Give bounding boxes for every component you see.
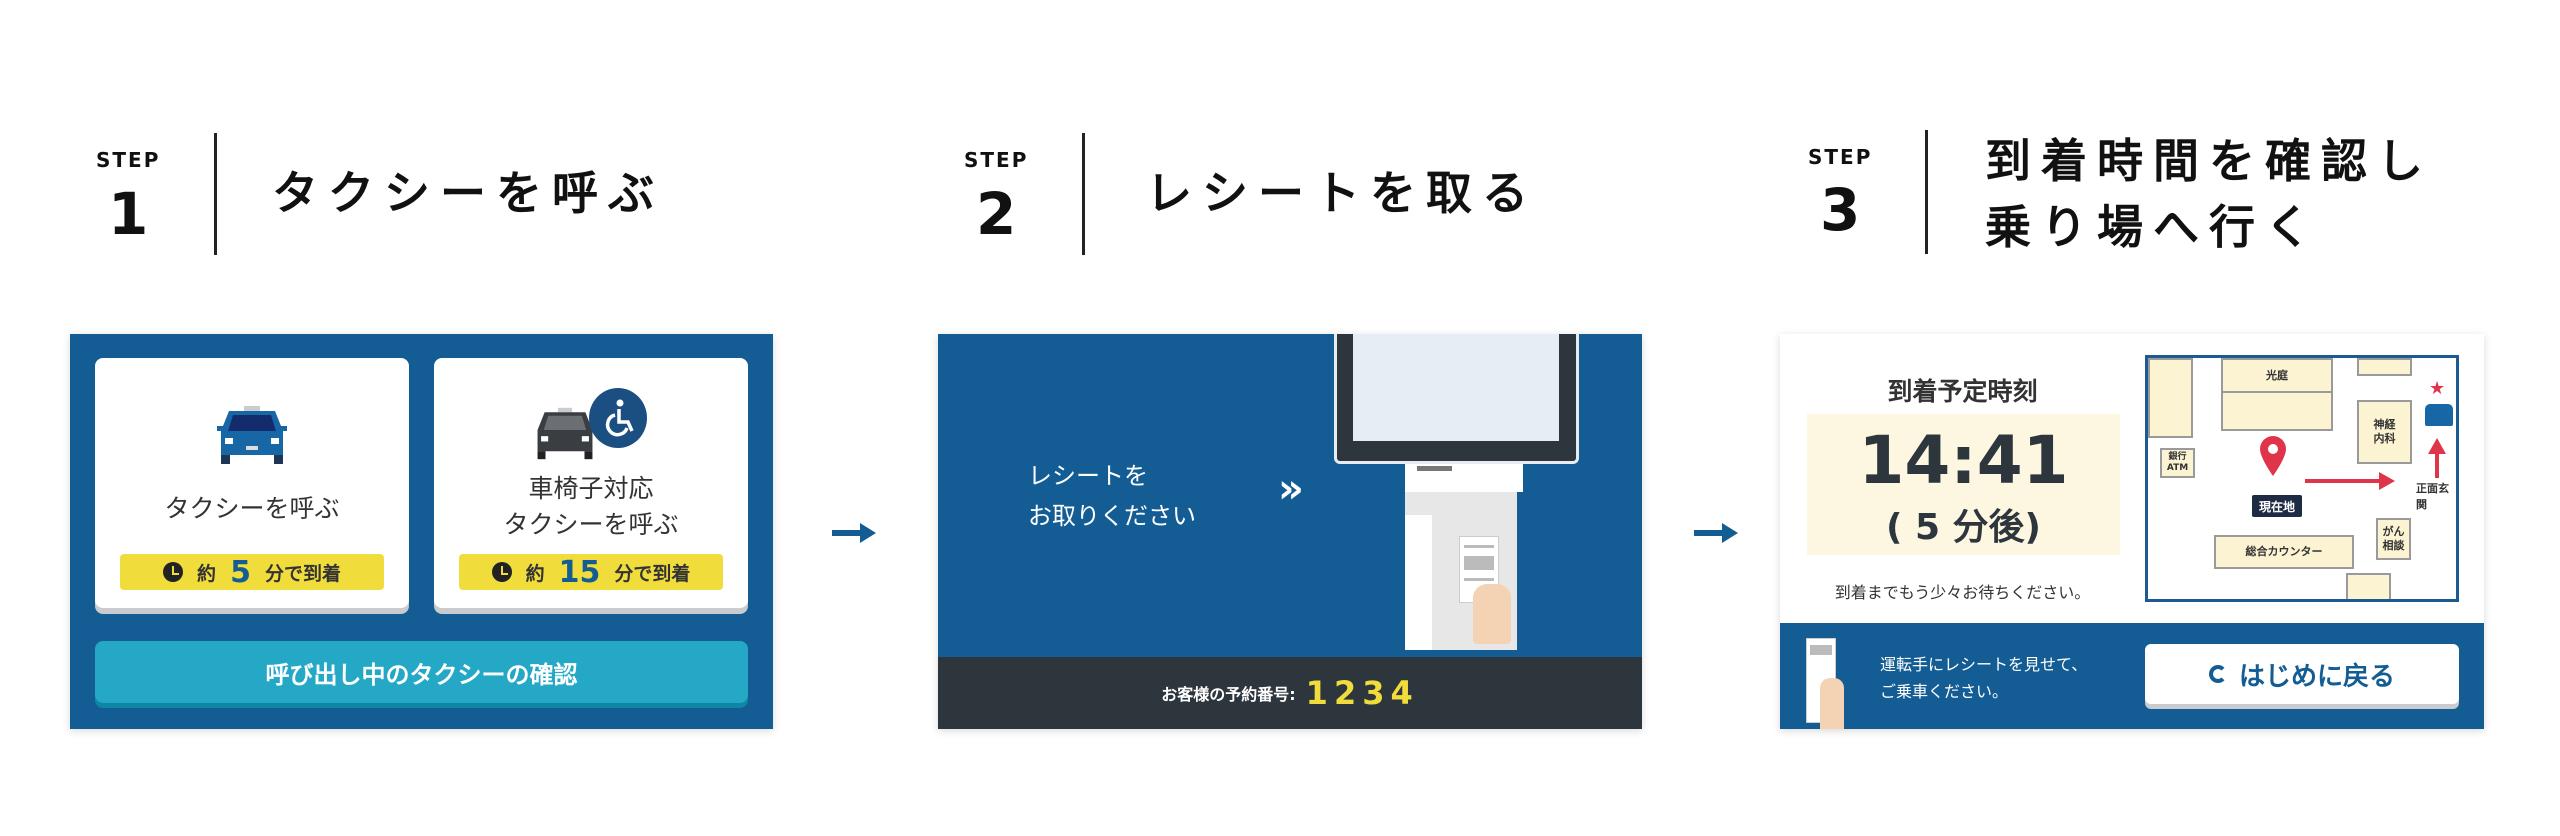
map-garden: 光庭	[2221, 358, 2333, 393]
star-icon: ★	[2429, 378, 2446, 399]
map-current-location: 現在地	[2252, 495, 2302, 517]
instruction-text: 運転手にレシートを見せて、 ご乗車ください。	[1880, 651, 2087, 705]
map-entrance: 正面玄関	[2416, 482, 2449, 511]
call-taxi-card[interactable]: タクシーを呼ぶ 約 5 分で到着	[95, 358, 409, 608]
reservation-bar: お客様の予約番号: 1234	[938, 657, 1642, 729]
route-arrow-right-icon	[2305, 472, 2395, 490]
reservation-number: 1234	[1305, 674, 1419, 712]
kiosk-printer	[1405, 464, 1523, 492]
step-3-title-line2: 乗り場へ行く	[1985, 200, 2321, 254]
wheelchair-taxi-icon	[537, 407, 593, 460]
step-2-label: STEP	[964, 148, 1029, 172]
eta-suffix: 分で到着	[614, 562, 691, 585]
check-calling-taxi-button[interactable]: 呼び出し中のタクシーの確認	[95, 641, 748, 703]
wheelchair-icon	[589, 388, 647, 448]
map-neuro-line2: 内科	[2373, 432, 2396, 445]
clock-icon	[163, 562, 184, 582]
arrival-relative: ( 5 分後)	[1885, 507, 2042, 548]
map-neuro: 神経内科	[2357, 400, 2412, 464]
step-1-number: 1	[108, 180, 149, 248]
chevron-right-icon: »	[1278, 466, 1304, 512]
call-wheelchair-taxi-card[interactable]: 車椅子対応 タクシーを呼ぶ 約 15 分で到着	[434, 358, 748, 608]
map-neuro-line1: 神経	[2373, 418, 2396, 431]
map-cancer-consult: がん相談	[2376, 518, 2411, 560]
call-taxi-screen: タクシーを呼ぶ 約 5 分で到着 車椅子対応 タクシーを呼ぶ 約 15 分で到着…	[70, 334, 773, 729]
arrival-time-box: 14:41 ( 5 分後)	[1807, 414, 2120, 555]
bottom-bar: 運転手にレシートを見せて、 ご乗車ください。 はじめに戻る	[1780, 623, 2484, 729]
map-room	[2148, 358, 2193, 438]
location-pin-icon	[2260, 436, 2286, 476]
instruction-line1: 運転手にレシートを見せて、	[1880, 655, 2088, 674]
eta-badge: 約 15 分で到着	[459, 554, 723, 590]
eta-badge: 約 5 分で到着	[120, 554, 384, 590]
kiosk-side	[1405, 515, 1432, 650]
map-room	[2357, 358, 2412, 376]
step-3-number: 3	[1820, 176, 1861, 244]
divider	[1082, 133, 1085, 255]
kiosk-screen	[1353, 334, 1559, 441]
next-arrow-icon	[1694, 523, 1738, 543]
arrival-time: 14:41	[1858, 422, 2069, 499]
taxi-icon	[2425, 404, 2453, 426]
wheelchair-label-line2: タクシーを呼ぶ	[503, 510, 679, 539]
eta-prefix: 約	[197, 562, 217, 585]
map-cancer-line2: 相談	[2382, 539, 2405, 552]
map-counter: 総合カウンター	[2214, 535, 2354, 569]
next-arrow-icon	[832, 523, 876, 543]
hand-icon	[1473, 584, 1511, 644]
back-to-start-label: はじめに戻る	[2238, 661, 2395, 692]
divider	[1925, 130, 1928, 254]
eta-minutes: 5	[230, 554, 251, 590]
map-bank-line2: ATM	[2166, 463, 2189, 473]
taxi-icon	[217, 406, 287, 464]
map-room	[2346, 573, 2391, 599]
arrival-screen: 到着予定時刻 14:41 ( 5 分後) 到着までもう少々お待ちください。 光庭…	[1780, 334, 2484, 729]
back-to-start-button[interactable]: はじめに戻る	[2145, 644, 2459, 704]
receipt-message-line2: お取りください	[1028, 502, 1196, 530]
step-2-title: レシートを取る	[1146, 166, 1538, 220]
clock-icon	[491, 562, 512, 582]
receipt-message: レシートを お取りください	[1028, 456, 1196, 536]
eta-suffix: 分で到着	[264, 562, 341, 585]
hand-icon	[1820, 678, 1844, 729]
map-cancer-line1: がん	[2382, 525, 2405, 538]
eta-minutes: 15	[558, 554, 601, 590]
wheelchair-label-line1: 車椅子対応	[528, 474, 654, 503]
kiosk-monitor	[1334, 334, 1579, 464]
step-2-number: 2	[976, 180, 1017, 248]
divider	[214, 133, 217, 255]
refresh-icon	[2208, 665, 2227, 683]
receipt-screen: レシートを お取りください » お客様の予約番号: 1234	[938, 334, 1642, 729]
step-3-label: STEP	[1808, 145, 1873, 169]
route-arrow-up-icon	[2428, 438, 2446, 478]
arrival-heading: 到着予定時刻	[1887, 377, 2038, 406]
step-1-label: STEP	[96, 148, 161, 172]
wait-message: 到着までもう少々お待ちください。	[1834, 583, 2091, 602]
call-taxi-label: タクシーを呼ぶ	[164, 494, 340, 523]
instruction-line2: ご乗車ください。	[1880, 682, 2009, 701]
map-room	[2221, 391, 2333, 431]
step-3-title-line1: 到着時間を確認し	[1985, 134, 2433, 188]
eta-prefix: 約	[525, 562, 545, 585]
step-1-title: タクシーを呼ぶ	[272, 166, 664, 220]
receipt-message-line1: レシートを	[1028, 462, 1148, 490]
map-bank-line1: 銀行	[2168, 452, 2187, 462]
reservation-label: お客様の予約番号:	[1161, 685, 1296, 704]
